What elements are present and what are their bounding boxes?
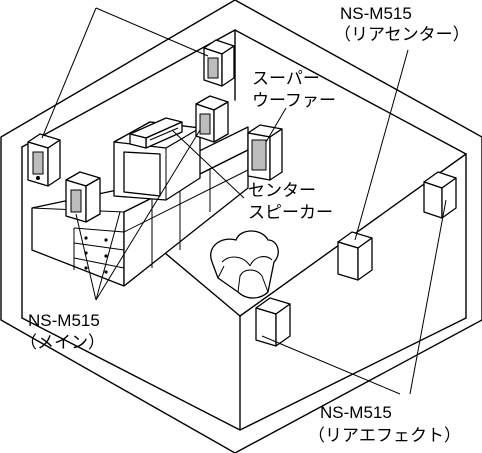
leader-lines <box>41 7 447 395</box>
svg-text:NS-M515: NS-M515 <box>28 311 100 330</box>
svg-text:（リアセンター）: （リアセンター） <box>334 25 470 44</box>
svg-text:スピーカー: スピーカー <box>248 203 333 222</box>
armchair <box>210 230 279 299</box>
label-main: NS-M515 （メイン） <box>20 311 105 352</box>
label-rear-center: NS-M515 （リアセンター） <box>334 4 470 44</box>
label-center-speaker: センター スピーカー <box>248 181 333 222</box>
main-speaker-front-left <box>65 171 101 223</box>
main-speaker-right <box>195 95 229 143</box>
svg-text:ウーファー: ウーファー <box>252 91 336 110</box>
svg-text:スーパー: スーパー <box>252 69 320 88</box>
svg-text:センター: センター <box>248 181 316 200</box>
label-rear-effect: NS-M515 （リアエフェクト） <box>308 403 461 445</box>
rear-center-speaker <box>337 231 373 281</box>
main-speaker-back-right <box>203 39 235 87</box>
svg-text:（メイン）: （メイン） <box>20 333 105 352</box>
svg-text:（リアエフェクト）: （リアエフェクト） <box>308 426 461 445</box>
svg-text:NS-M515: NS-M515 <box>320 403 392 422</box>
rear-effect-speaker-left <box>255 297 291 347</box>
svg-text:NS-M515: NS-M515 <box>340 4 412 23</box>
subwoofer <box>247 124 283 181</box>
rear-effect-speaker-right <box>423 171 457 219</box>
center-speaker <box>129 117 183 149</box>
main-speaker-left <box>27 133 61 187</box>
label-subwoofer: スーパー ウーファー <box>252 69 336 110</box>
